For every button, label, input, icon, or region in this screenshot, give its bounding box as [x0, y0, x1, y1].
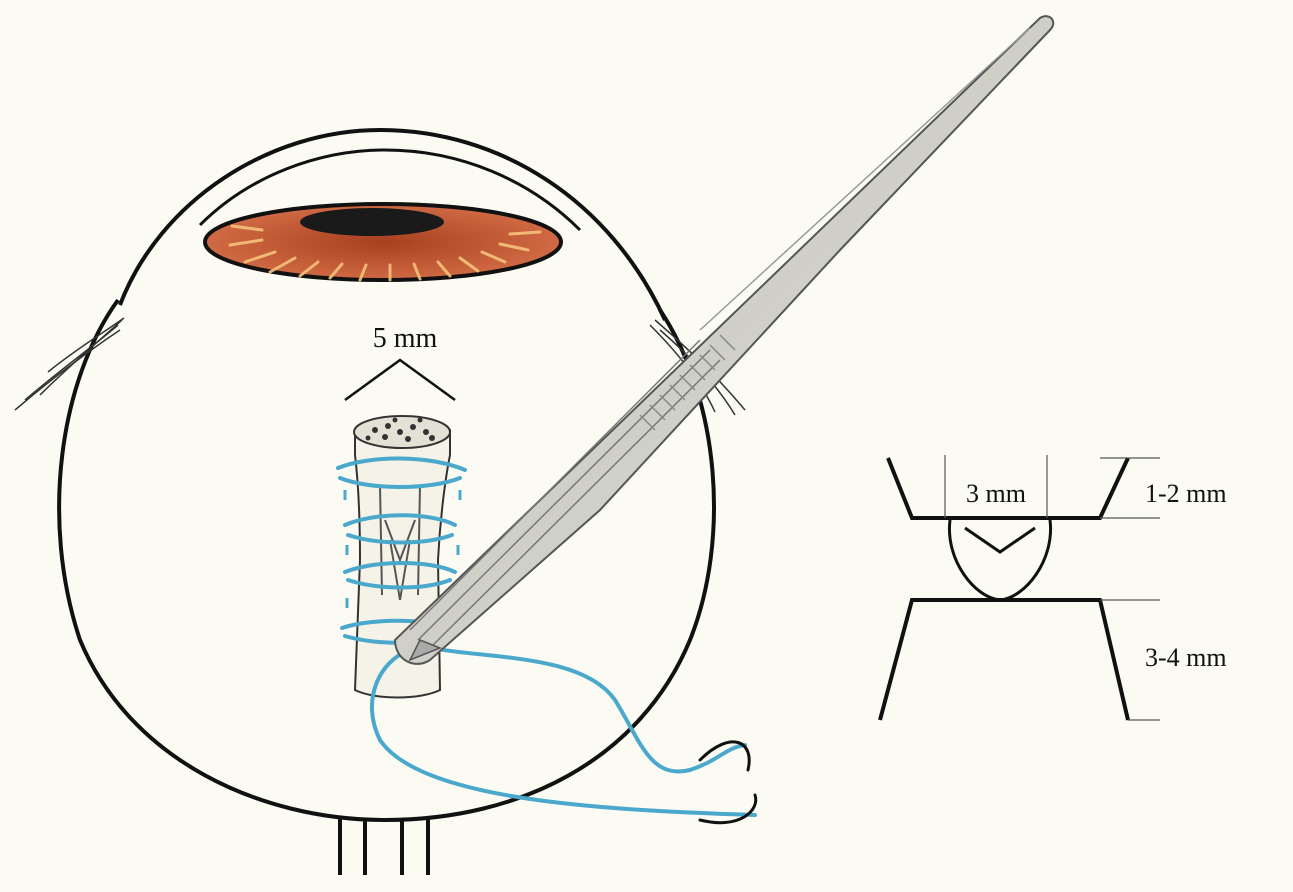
pupil — [300, 208, 444, 236]
optic-nerve-stalk — [340, 818, 428, 875]
label-inner-width: 3 mm — [966, 479, 1026, 508]
iris-icon — [205, 204, 561, 280]
needle-icons — [700, 742, 756, 823]
label-bottom-height: 3-4 mm — [1145, 643, 1227, 672]
width-bracket: 5 mm — [345, 323, 455, 400]
forceps-icon — [395, 16, 1053, 664]
label-optic-width: 5 mm — [373, 323, 438, 354]
label-top-height: 1-2 mm — [1145, 479, 1227, 508]
cross-section-schematic: 3 mm 1-2 mm 3-4 mm — [880, 455, 1227, 720]
